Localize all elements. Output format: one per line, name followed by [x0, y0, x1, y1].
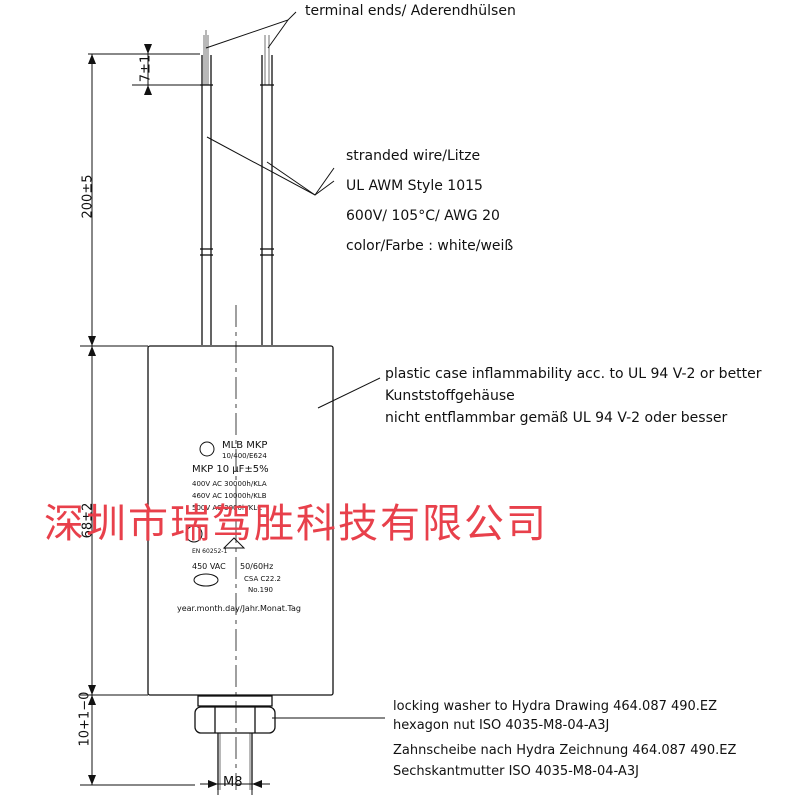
wire-length-dim: 200±5 [80, 174, 96, 219]
mounting-bolt [194, 695, 276, 790]
wire-label-3: 600V/ 105°C/ AWG 20 [346, 208, 500, 224]
washer-label-1: locking washer to Hydra Drawing 464.087 … [393, 699, 718, 714]
thread-dim: M8 [223, 775, 243, 790]
leader-lines [205, 11, 385, 719]
company-watermark: 深圳市瑞驾胜科技有限公司 [44, 501, 548, 547]
case-rating-3: 500V AC 3000h/KLC [192, 504, 263, 512]
terminal-ends-label: terminal ends/ Aderendhülsen [305, 3, 516, 19]
case-code: 10/400/E624 [222, 452, 267, 460]
washer-label-3: Zahnscheibe nach Hydra Zeichnung 464.087… [393, 743, 737, 758]
right-wire [260, 35, 274, 345]
case-freq: 50/60Hz [240, 562, 274, 571]
case-csa: CSA C22.2 [244, 575, 281, 583]
wire-label-1: stranded wire/Litze [346, 148, 481, 164]
washer-label-2: hexagon nut ISO 4035-M8-04-A3J [393, 718, 610, 733]
case-label-3: nicht entflammbar gemäß UL 94 V-2 oder b… [385, 410, 728, 426]
wire-label-4: color/Farbe : white/weiß [346, 238, 514, 254]
case-rating-1: 400V AC 30000h/KLA [192, 480, 267, 488]
case-label-1: plastic case inflammability acc. to UL 9… [385, 366, 762, 382]
left-wire [200, 30, 213, 345]
case-label-2: Kunststoffgehäuse [385, 388, 515, 404]
dimension-lines [80, 50, 270, 795]
case-brand: MLB MKP [222, 440, 268, 451]
case-date-format: year.month.day/Jahr.Monat.Tag [177, 604, 301, 613]
washer-label-4: Sechskantmutter ISO 4035-M8-04-A3J [393, 764, 639, 779]
approval-marks [185, 441, 246, 587]
case-rating-2: 460V AC 10000h/KLB [192, 492, 267, 500]
dimension-arrows [88, 44, 262, 788]
wire-label-2: UL AWM Style 1015 [346, 178, 483, 194]
case-csa-no: No.190 [248, 586, 273, 594]
case-capacitance: MKP 10 μF±5% [192, 464, 269, 475]
case-standard: EN 60252-1 [192, 548, 228, 555]
case-vac: 450 VAC [192, 562, 226, 571]
bolt-length-dim: 10+1−0 [77, 691, 93, 747]
brand-logo-icon [199, 441, 215, 457]
capacitor-case [147, 345, 334, 696]
strip-length-dim: 7±1 [138, 54, 154, 83]
